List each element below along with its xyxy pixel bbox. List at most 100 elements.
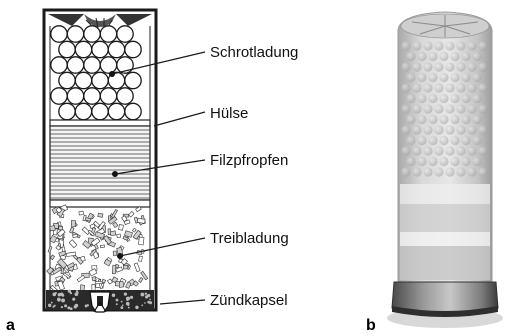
visible-pellet (456, 167, 465, 176)
visible-pellet (439, 136, 448, 145)
visible-pellet (423, 83, 432, 92)
visible-pellet (417, 115, 426, 124)
shot-pellet (84, 57, 100, 73)
propellant-grain (71, 220, 75, 226)
visible-pellet (417, 157, 426, 166)
visible-pellet (478, 167, 487, 176)
shot-pellet (100, 26, 116, 42)
propellant-grain (50, 226, 56, 231)
visible-pellet (445, 41, 454, 50)
visible-pellet (401, 125, 410, 134)
visible-pellet (412, 104, 421, 113)
visible-pellet (456, 125, 465, 134)
visible-pellet (423, 62, 432, 71)
visible-pellet (467, 104, 476, 113)
visible-pellet (439, 94, 448, 103)
visible-pellet (434, 167, 443, 176)
visible-pellet (472, 73, 481, 82)
visible-pellet (423, 167, 432, 176)
visible-pellet (461, 52, 470, 61)
visible-pellet (456, 62, 465, 71)
visible-pellet (467, 41, 476, 50)
shot-pellet (51, 88, 67, 104)
panel-b-label: b (366, 317, 376, 334)
over-shot-card (50, 120, 150, 126)
visible-pellet (406, 115, 415, 124)
crimp-star (401, 14, 489, 38)
visible-pellet (467, 146, 476, 155)
visible-pellet (401, 167, 410, 176)
visible-pellet (467, 167, 476, 176)
visible-pellet (417, 136, 426, 145)
visible-pellet (472, 52, 481, 61)
shot-pellet (84, 88, 100, 104)
visible-pellet (423, 104, 432, 113)
wad-band (400, 184, 490, 204)
visible-pellet (406, 136, 415, 145)
shot-pellet (92, 41, 108, 57)
visible-pellet (456, 41, 465, 50)
shot-pellet (100, 57, 116, 73)
visible-pellet (445, 104, 454, 113)
visible-pellet (461, 136, 470, 145)
visible-pellet (450, 52, 459, 61)
shot-pellet (108, 41, 124, 57)
shot-pellet (75, 72, 91, 88)
shot-pellet (100, 88, 116, 104)
visible-pellet (450, 136, 459, 145)
visible-pellet (401, 146, 410, 155)
visible-pellet (456, 146, 465, 155)
propellant-grain (100, 245, 104, 248)
shell-photo (387, 12, 503, 328)
visible-pellet (456, 104, 465, 113)
visible-pellet (439, 157, 448, 166)
shot-pellet (75, 103, 91, 119)
felt-wad (50, 126, 150, 200)
propellant-grain (118, 225, 123, 231)
visible-pellet (450, 115, 459, 124)
visible-pellet (467, 125, 476, 134)
visible-pellet (434, 104, 443, 113)
shot-pellet (84, 26, 100, 42)
visible-pellet (406, 157, 415, 166)
visible-pellet (417, 52, 426, 61)
visible-pellet (423, 146, 432, 155)
visible-pellet (467, 62, 476, 71)
visible-pellet (439, 115, 448, 124)
propellant-grain (112, 265, 116, 274)
visible-pellet (439, 52, 448, 61)
shot-pellet (125, 72, 141, 88)
visible-pellet (401, 104, 410, 113)
propellant-grain (108, 229, 111, 235)
visible-pellet (401, 62, 410, 71)
propellant-grain (139, 256, 143, 261)
visible-pellet (450, 94, 459, 103)
visible-pellet (434, 125, 443, 134)
label-hull: Hülse (210, 105, 248, 122)
propellant-grain (95, 281, 102, 283)
visible-pellet (461, 157, 470, 166)
visible-pellet (478, 62, 487, 71)
visible-pellet (472, 94, 481, 103)
visible-pellet (412, 167, 421, 176)
shot-pellet (51, 26, 67, 42)
visible-pellet (478, 125, 487, 134)
shot-pellet (67, 26, 83, 42)
label-felt-wad: Filzpfropfen (210, 152, 288, 169)
visible-pellet (423, 41, 432, 50)
visible-pellet (445, 62, 454, 71)
visible-pellet (423, 125, 432, 134)
shot-pellet (108, 103, 124, 119)
propellant-grain (138, 237, 144, 245)
visible-pellet (434, 146, 443, 155)
panel-a-label: a (6, 317, 15, 334)
propellant-grain (92, 277, 96, 281)
visible-pellet (445, 83, 454, 92)
propellant-grain (115, 281, 119, 286)
visible-pellet (428, 115, 437, 124)
propellant-grain (123, 265, 128, 269)
visible-pellet (461, 94, 470, 103)
shot-pellet (59, 41, 75, 57)
propellant-grain (59, 226, 63, 230)
visible-pellet (434, 62, 443, 71)
